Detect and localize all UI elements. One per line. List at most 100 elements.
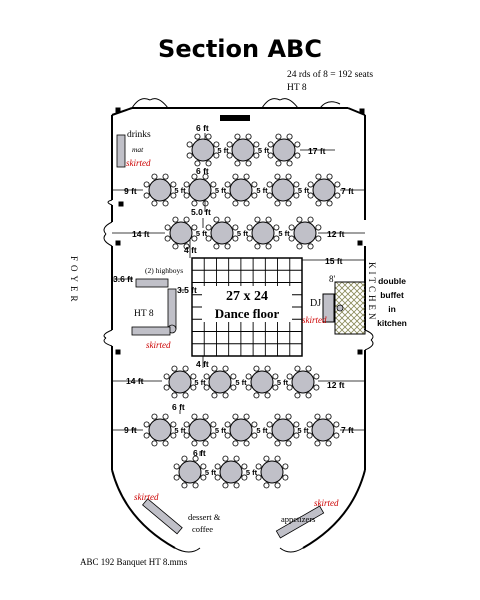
chair bbox=[286, 384, 293, 391]
chair bbox=[192, 455, 199, 462]
wall-post bbox=[357, 349, 363, 355]
chair bbox=[246, 235, 253, 242]
chair bbox=[273, 235, 280, 242]
chair bbox=[162, 440, 169, 447]
ht-summary: HT 8 bbox=[287, 83, 307, 93]
chair bbox=[191, 224, 198, 231]
buffet-line-1: double bbox=[378, 276, 406, 286]
wall-post bbox=[357, 240, 363, 246]
chair bbox=[296, 243, 303, 250]
chair bbox=[162, 200, 169, 207]
chair bbox=[213, 216, 220, 223]
chair bbox=[151, 440, 158, 447]
chair bbox=[232, 173, 239, 180]
chair bbox=[183, 421, 190, 428]
chair bbox=[222, 392, 229, 399]
dim-17ft: 17 ft bbox=[308, 146, 326, 156]
wall-post bbox=[359, 108, 365, 114]
appetizer-station: skirted appetizers bbox=[275, 498, 339, 539]
highboys-label: (2) highboys bbox=[145, 266, 183, 275]
chair bbox=[170, 421, 177, 428]
table-top bbox=[271, 418, 295, 442]
chair bbox=[224, 192, 231, 199]
chair bbox=[190, 373, 197, 380]
table-gap-label: 5 ft bbox=[215, 426, 227, 435]
chair bbox=[224, 421, 231, 428]
table-top bbox=[251, 221, 275, 245]
dim-15ft: 15 ft bbox=[325, 256, 343, 266]
table-top bbox=[293, 221, 317, 245]
dim-14ft-top: 14 ft bbox=[132, 229, 150, 239]
chair bbox=[241, 474, 248, 481]
dimension-labels: 6 ft 17 ft 6 ft 9 ft 7 ft 5.0 ft 14 ft 1… bbox=[113, 123, 354, 458]
table-gap-label: 5 ft bbox=[246, 468, 258, 477]
chair bbox=[171, 392, 178, 399]
chair bbox=[272, 384, 279, 391]
table-top bbox=[219, 460, 243, 484]
chair bbox=[232, 224, 239, 231]
chair bbox=[314, 440, 321, 447]
chair bbox=[254, 216, 261, 223]
chair bbox=[151, 173, 158, 180]
round-table-9 bbox=[164, 216, 198, 250]
chair bbox=[326, 173, 333, 180]
table-top bbox=[148, 178, 172, 202]
table-gap-label: 5 ft bbox=[174, 426, 186, 435]
page-title: Section ABC bbox=[158, 35, 322, 63]
round-table-10 bbox=[205, 216, 239, 250]
chair bbox=[200, 463, 207, 470]
highboy-station: (2) highboys HT 8 skirted bbox=[131, 266, 183, 350]
chair bbox=[266, 432, 273, 439]
chair bbox=[305, 365, 312, 372]
chair bbox=[210, 181, 217, 188]
chair bbox=[274, 413, 281, 420]
chair bbox=[183, 216, 190, 223]
chair bbox=[214, 463, 221, 470]
chair bbox=[264, 365, 271, 372]
chair bbox=[232, 200, 239, 207]
dim-36ft: 3.6 ft bbox=[113, 274, 133, 284]
chair bbox=[170, 432, 177, 439]
table-top bbox=[231, 138, 255, 162]
dessert-label-1: dessert & bbox=[188, 512, 221, 522]
chair bbox=[254, 243, 261, 250]
round-table-4 bbox=[143, 173, 177, 207]
table-top bbox=[271, 178, 295, 202]
chair bbox=[213, 152, 220, 159]
chair bbox=[293, 181, 300, 188]
table-gap-label: 5 ft bbox=[235, 378, 247, 387]
chair bbox=[245, 373, 252, 380]
table-top bbox=[188, 418, 212, 442]
dance-floor: 27 x 24 Dance floor bbox=[191, 257, 303, 357]
chair bbox=[173, 463, 180, 470]
dim-35ft: 3.5 ft bbox=[177, 285, 197, 295]
dim-12ft-bottom: 12 ft bbox=[327, 380, 345, 390]
chair bbox=[194, 133, 201, 140]
chair bbox=[307, 181, 314, 188]
chair bbox=[173, 474, 180, 481]
table-gap-label: 5 ft bbox=[196, 229, 208, 238]
chair bbox=[315, 173, 322, 180]
mat-label: mat bbox=[132, 145, 144, 154]
table-top bbox=[250, 370, 274, 394]
foyer-label: FOYER bbox=[69, 256, 79, 306]
chair bbox=[274, 200, 281, 207]
table-top bbox=[272, 138, 296, 162]
chair bbox=[170, 192, 177, 199]
footer-filename: ABC 192 Banquet HT 8.mms bbox=[80, 557, 188, 567]
chair bbox=[183, 432, 190, 439]
chair bbox=[246, 224, 253, 231]
chair bbox=[274, 482, 281, 489]
table-top bbox=[148, 418, 172, 442]
round-table-1 bbox=[186, 133, 220, 167]
chair bbox=[213, 141, 220, 148]
chair bbox=[202, 413, 209, 420]
chair bbox=[265, 216, 272, 223]
chair bbox=[282, 474, 289, 481]
chair bbox=[255, 463, 262, 470]
chair bbox=[222, 455, 229, 462]
chair bbox=[313, 384, 320, 391]
chair bbox=[151, 200, 158, 207]
chair bbox=[305, 392, 312, 399]
chair bbox=[266, 181, 273, 188]
